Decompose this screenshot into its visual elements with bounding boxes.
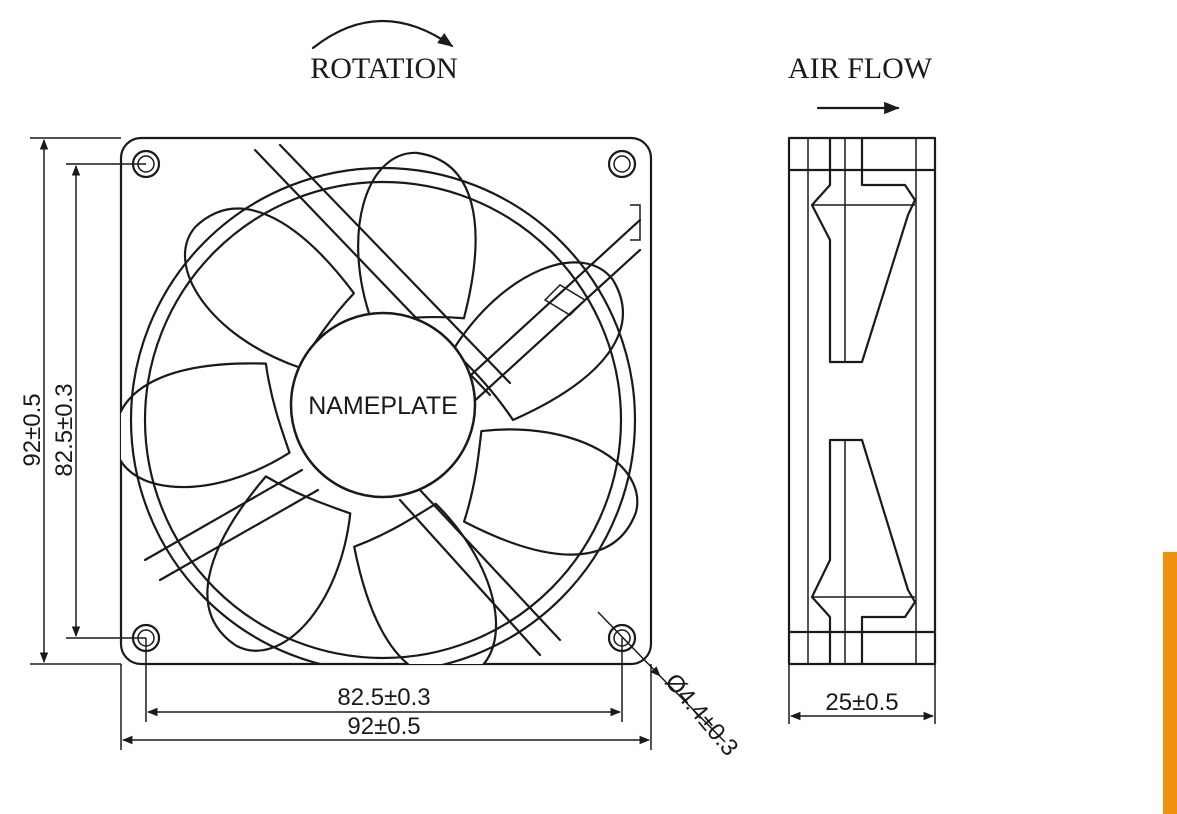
- dim-height-outer: 92±0.5: [19, 393, 46, 466]
- blade: [184, 207, 356, 369]
- strut: [468, 248, 642, 407]
- side-blade-lower: [810, 438, 917, 666]
- strut: [418, 488, 562, 642]
- shroud-ring-inner: [143, 180, 623, 660]
- front-view: NAMEPLATE: [119, 136, 653, 666]
- fan-frame: [119, 136, 653, 666]
- hub: [289, 311, 477, 499]
- rotation-arrow-icon: [311, 19, 454, 50]
- strut: [158, 488, 320, 582]
- dim-width-hole: 82.5±0.3: [337, 684, 430, 711]
- blade: [357, 151, 477, 323]
- strut: [143, 468, 304, 562]
- dim-height-hole: 82.5±0.3: [51, 383, 78, 476]
- strut: [278, 143, 512, 385]
- strut: [398, 498, 542, 657]
- side-frame: [787, 136, 937, 666]
- air-flow-label: AIR FLOW: [788, 52, 933, 85]
- wire-slot: [543, 204, 641, 316]
- side-view: [787, 136, 937, 666]
- side-dimensions: 25±0.5: [788, 664, 936, 724]
- rotation-label: ROTATION: [310, 52, 458, 85]
- dim-leader-hole: [597, 611, 661, 677]
- blade: [463, 428, 639, 556]
- mounting-hole-icon: [607, 149, 637, 179]
- dim-depth: 25±0.5: [825, 689, 898, 716]
- dim-width-outer: 92±0.5: [347, 713, 420, 740]
- accent-bar: [1163, 552, 1177, 814]
- dim-hole-dia: Ø4.4±0.3: [659, 669, 743, 762]
- blade: [353, 502, 497, 664]
- blade: [121, 362, 291, 489]
- side-blade-upper: [810, 136, 917, 364]
- shroud-ring: [129, 166, 637, 664]
- blade: [206, 475, 352, 652]
- nameplate-label: NAMEPLATE: [308, 392, 458, 420]
- fan-blades: [121, 143, 642, 664]
